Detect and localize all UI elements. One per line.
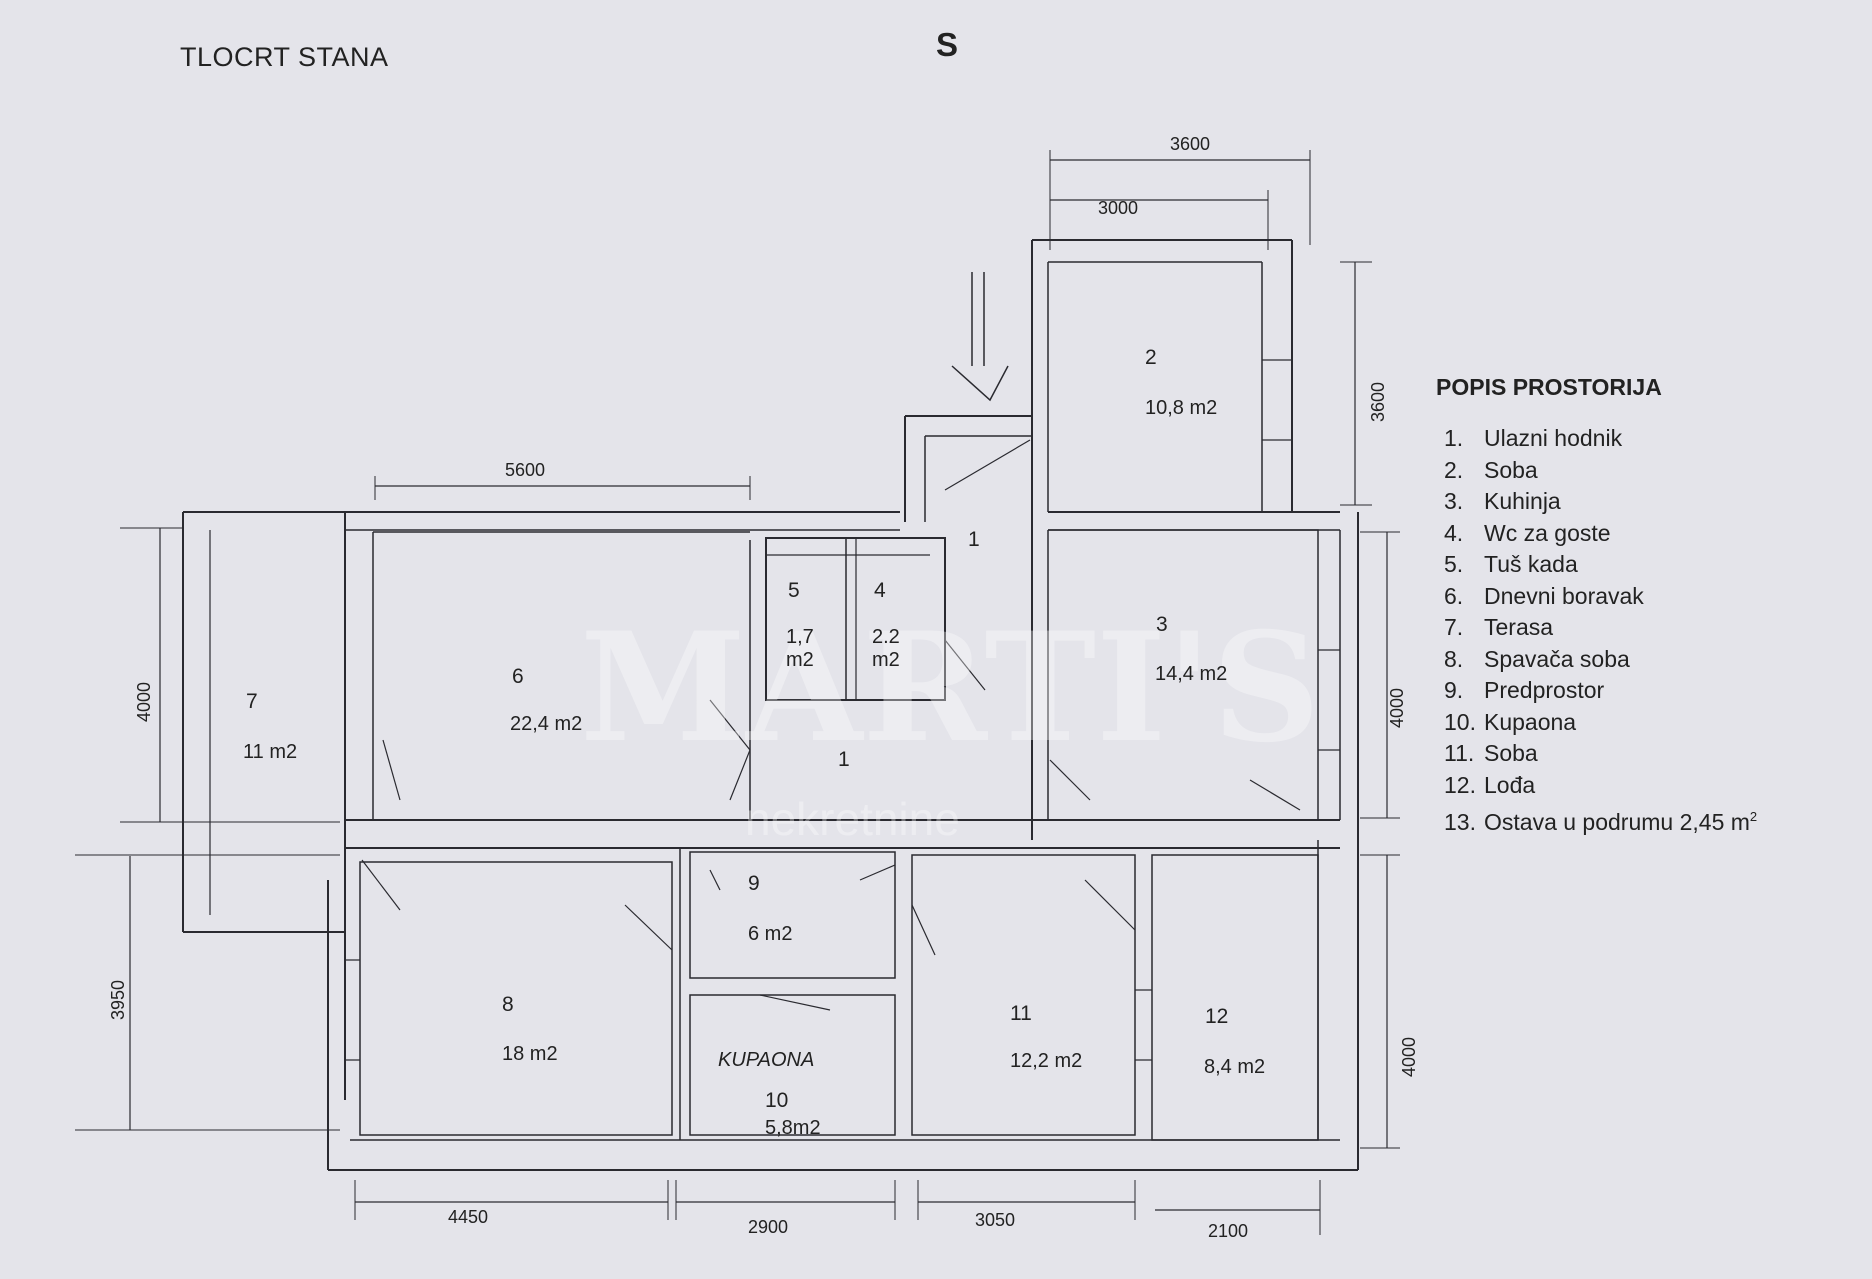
room-11-number: 11: [1010, 1002, 1032, 1025]
legend-item: 11. Soba: [1436, 738, 1856, 770]
dim-top-3000: 3000: [1098, 198, 1138, 218]
room-4-area-b: m2: [872, 649, 900, 671]
legend-item-name: Lođa: [1484, 771, 1536, 798]
legend-item-number: 7.: [1444, 614, 1464, 640]
room-8-area: 18 m2: [502, 1043, 558, 1065]
legend-item-number: 9.: [1444, 677, 1464, 703]
legend-item: 2. Soba: [1436, 455, 1856, 487]
legend-item-name: Ulazni hodnik: [1484, 425, 1623, 451]
legend-item-number: 4.: [1444, 519, 1464, 546]
dim-right-4000-a: 4000: [1387, 688, 1407, 728]
legend-item-name: Spavača soba: [1484, 645, 1630, 672]
room-6-area: 22,4 m2: [510, 713, 582, 735]
dim-top-5600: 5600: [505, 460, 545, 480]
legend-item: 10. Kupaona: [1436, 707, 1856, 739]
legend-item: 9. Predprostor: [1436, 675, 1856, 707]
legend-item-superscript: 2: [1749, 809, 1758, 824]
legend-item-number: 1.: [1444, 425, 1464, 451]
room-7-area: 11 m2: [243, 741, 297, 763]
legend-item-name: Soba: [1484, 740, 1538, 766]
legend-item-name: Ostava u podrumu 2,45 m: [1484, 809, 1750, 835]
legend-item: 12. Lođa: [1436, 770, 1856, 802]
dim-right-4000-b: 4000: [1399, 1037, 1419, 1077]
legend-item-number: 8.: [1444, 645, 1464, 672]
legend-item: 8. Spavača soba: [1436, 644, 1856, 676]
room-3-area: 14,4 m2: [1155, 663, 1227, 685]
legend-item-name: Wc za goste: [1484, 519, 1611, 546]
legend-item: 6. Dnevni boravak: [1436, 581, 1856, 613]
watermark-sub: nekretnine: [745, 793, 960, 845]
legend-item: 1. Ulazni hodnik: [1436, 423, 1856, 455]
legend-item-number: 11.: [1444, 740, 1475, 766]
dim-left-4000: 4000: [134, 682, 154, 722]
room-1-label-b: 1: [838, 748, 850, 771]
room-12-area: 8,4 m2: [1204, 1056, 1265, 1078]
room-12-number: 12: [1205, 1005, 1228, 1028]
legend-item: 13. Ostava u podrumu 2,45 m2: [1436, 801, 1856, 835]
watermark-brand: MARTI'S: [580, 600, 1320, 776]
legend-item: 7. Terasa: [1436, 612, 1856, 644]
legend-item-number: 13.: [1444, 809, 1476, 835]
dim-top-3600: 3600: [1170, 134, 1210, 154]
room-legend: POPIS PROSTORIJA 1. Ulazni hodnik 2. Soba 3.…: [1436, 374, 1856, 835]
legend-item-number: 12.: [1444, 771, 1476, 798]
room-1-label-a: 1: [968, 528, 980, 551]
room-2-number: 2: [1145, 346, 1157, 369]
room-10-area: 5,8m2: [765, 1117, 821, 1139]
room-10-handwritten: KUPAONA: [718, 1049, 814, 1071]
plan-title: TLOCRT STANA: [180, 42, 389, 72]
room-5-area-b: m2: [786, 649, 814, 671]
north-marker: S: [936, 26, 959, 63]
dim-bottom-2100: 2100: [1208, 1221, 1248, 1241]
legend-item-name: Predprostor: [1484, 677, 1605, 703]
legend-item: 3. Kuhinja: [1436, 486, 1856, 518]
legend-list: 1. Ulazni hodnik 2. Soba 3. Kuhinja 4. Wc za go…: [1436, 423, 1856, 835]
room-11-area: 12,2 m2: [1010, 1050, 1082, 1072]
legend-item-number: 2.: [1444, 456, 1464, 483]
dim-bottom-4450: 4450: [448, 1207, 488, 1227]
legend-item-name: Kuhinja: [1484, 488, 1561, 514]
dim-left-3950: 3950: [108, 980, 128, 1020]
room-6-number: 6: [512, 665, 524, 688]
room-7-number: 7: [246, 690, 258, 713]
legend-item-number: 6.: [1444, 582, 1464, 609]
room-9-area: 6 m2: [748, 923, 792, 945]
room-3-number: 3: [1156, 613, 1168, 636]
room-4-area-a: 2.2: [872, 626, 900, 648]
legend-title: POPIS PROSTORIJA: [1436, 374, 1662, 400]
room-4-number: 4: [874, 579, 886, 602]
legend-item-number: 3.: [1444, 488, 1464, 514]
room-5-number: 5: [788, 579, 800, 602]
dim-bottom-2900: 2900: [748, 1217, 788, 1237]
dim-bottom-3050: 3050: [975, 1210, 1015, 1230]
legend-item: 4. Wc za goste: [1436, 518, 1856, 550]
legend-item-name: Tuš kada: [1484, 551, 1578, 577]
room-5-area-a: 1,7: [786, 626, 814, 648]
room-2-area: 10,8 m2: [1145, 397, 1217, 419]
legend-item-name: Soba: [1484, 456, 1538, 483]
legend-item-name: Dnevni boravak: [1484, 582, 1644, 609]
legend-item-name: Terasa: [1484, 614, 1554, 640]
legend-item-name: Kupaona: [1484, 708, 1577, 735]
legend-item: 5. Tuš kada: [1436, 549, 1856, 581]
legend-item-number: 5.: [1444, 551, 1464, 577]
dim-right-3600: 3600: [1368, 382, 1388, 422]
room-10-number: 10: [765, 1089, 788, 1112]
legend-item-number: 10.: [1444, 708, 1476, 735]
room-9-number: 9: [748, 872, 760, 895]
room-8-number: 8: [502, 993, 514, 1016]
